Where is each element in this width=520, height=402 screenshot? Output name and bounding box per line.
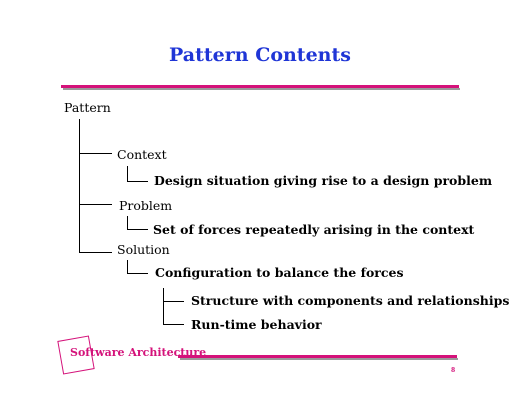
slide-title: Pattern Contents <box>169 44 351 66</box>
footer-label: Software Architecture <box>70 346 207 359</box>
footer-rule <box>178 355 457 358</box>
problem-description: Set of forces repeatedly arising in the … <box>153 222 475 237</box>
tree-root-label: Pattern <box>64 100 111 115</box>
solution-label: Solution <box>117 242 170 257</box>
solution-description: Configuration to balance the forces <box>155 265 404 280</box>
title-rule-shadow <box>63 88 460 90</box>
context-description: Design situation giving rise to a design… <box>154 173 493 188</box>
structure-item: Structure with components and relationsh… <box>191 293 510 308</box>
context-label: Context <box>117 147 167 162</box>
title-rule <box>61 85 459 88</box>
problem-label: Problem <box>119 198 173 213</box>
footer-rule-shadow <box>180 358 458 360</box>
runtime-item: Run-time behavior <box>191 317 322 332</box>
page-number: 8 <box>451 367 456 374</box>
